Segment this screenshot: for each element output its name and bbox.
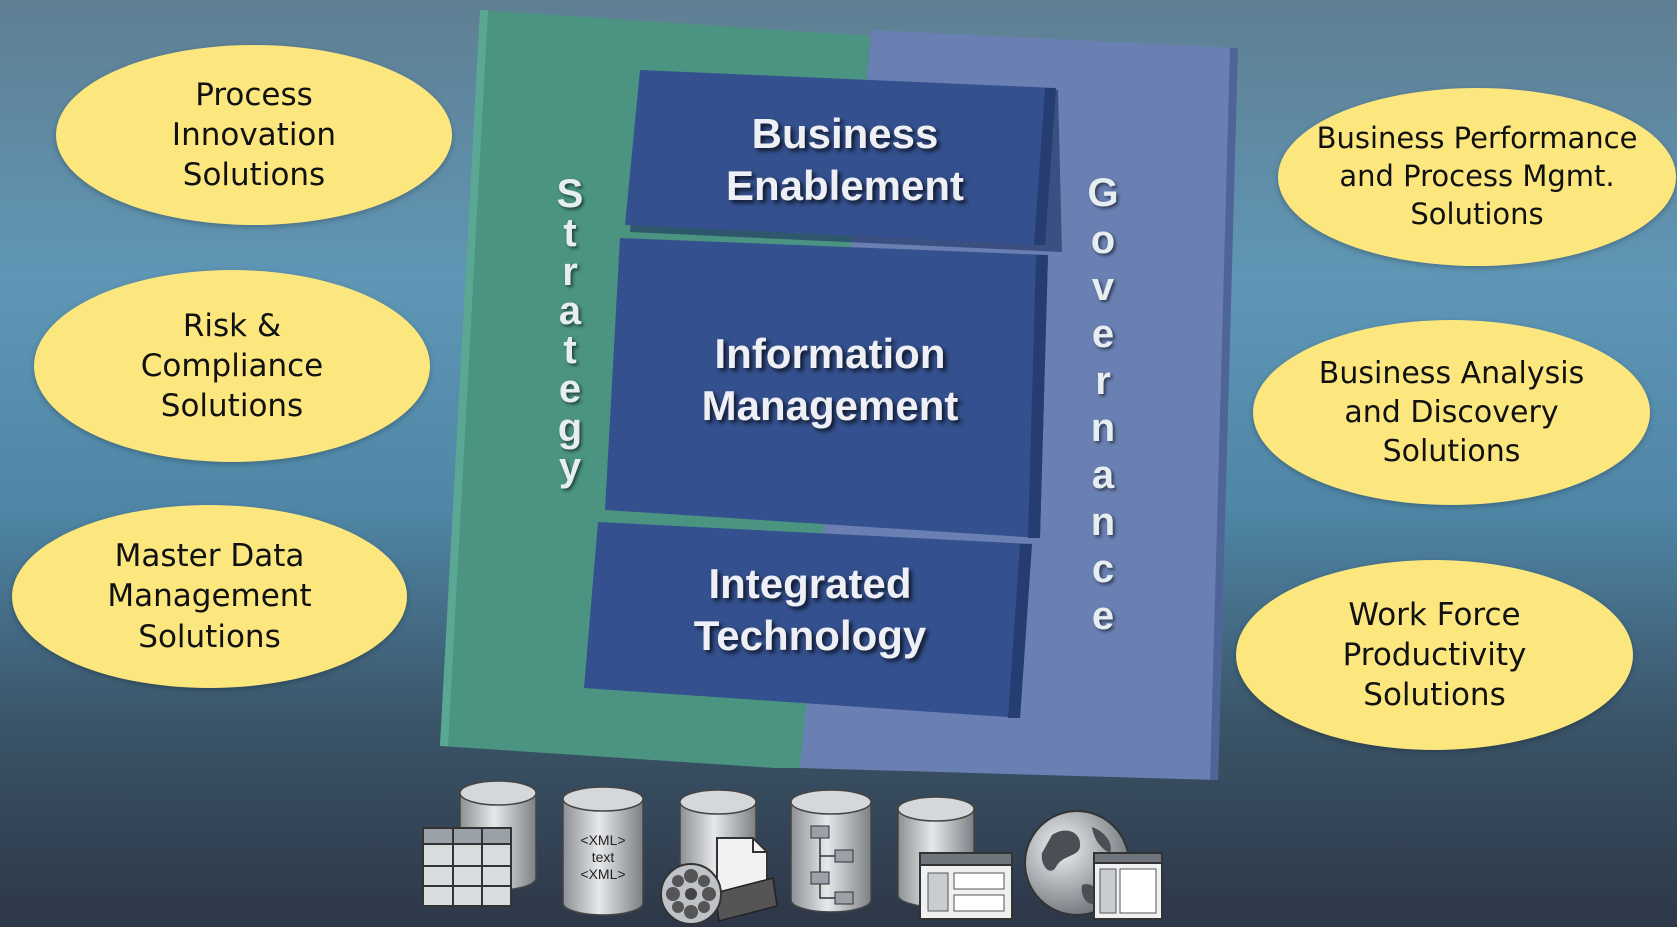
strategy-label: S t r a t e g y	[556, 172, 584, 489]
oval-master-data-management: Master Data Management Solutions	[12, 505, 407, 688]
oval-risk-compliance: Risk & Compliance Solutions	[34, 270, 430, 462]
xml-line-2: text	[592, 849, 615, 865]
oval-work-force-productivity: Work Force Productivity Solutions	[1236, 560, 1633, 750]
database-xml-icon: <XML> text <XML>	[562, 786, 644, 916]
xml-line-1: <XML>	[580, 832, 625, 848]
database-hierarchy-icon	[790, 789, 872, 913]
layer-information-management: Information Management	[701, 329, 959, 430]
governance-label: G o v e r n a n c e	[1087, 171, 1119, 638]
oval-process-innovation: Process Innovation Solutions	[56, 45, 452, 225]
layer-business-enablement: Business Enablement	[725, 109, 965, 210]
oval-business-performance: Business Performance and Process Mgmt. S…	[1278, 88, 1676, 266]
layer-integrated-technology: Integrated Technology	[693, 559, 927, 660]
oval-business-analysis: Business Analysis and Discovery Solution…	[1253, 320, 1650, 505]
database-application-icon	[897, 796, 1013, 920]
database-media-icon	[660, 789, 778, 925]
layer-boxes-shapes	[584, 70, 1062, 718]
xml-line-3: <XML>	[580, 866, 625, 882]
database-table-icon	[422, 780, 537, 907]
web-globe-icon	[1024, 810, 1163, 920]
